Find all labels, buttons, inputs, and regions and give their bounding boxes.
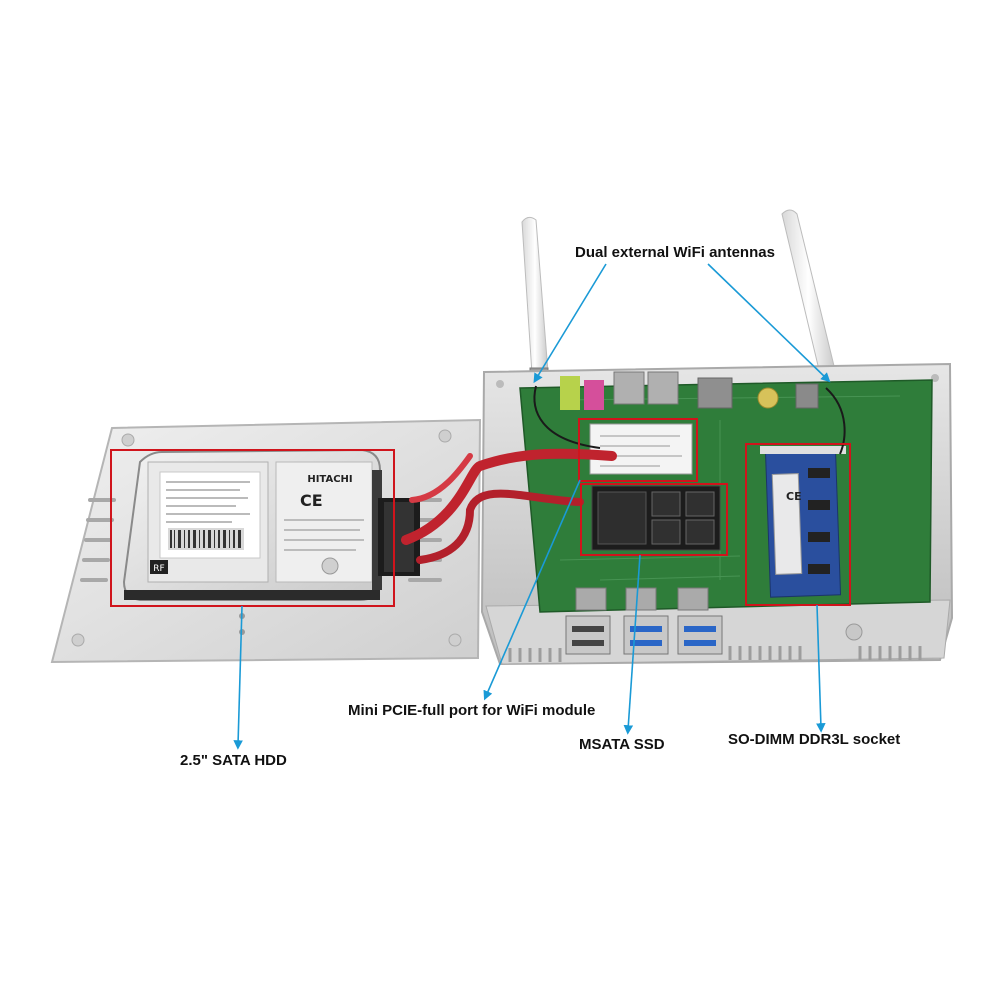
msata-label: MSATA SSD [579,736,665,753]
wifi-antenna-left [521,216,549,389]
msata-ssd-card [591,485,721,551]
hdd-drive: RF HITACHI CE [122,448,420,601]
ram-highlight-box [745,443,851,606]
arrow-down-icon [816,604,826,733]
hdd-rf-mark: RF [153,564,164,574]
mini-pcie-label: Mini PCIE-full port for WiFi module [348,702,596,719]
hdd-brand: HITACHI [307,474,352,485]
antenna-cables [533,385,846,455]
arrow-up-icon [533,263,607,384]
arrow-down-icon [623,554,641,735]
msata-highlight-box [580,483,728,556]
arrow-down-icon [483,479,581,701]
antennas-label: Dual external WiFi antennas [575,244,775,261]
wifi-module-highlight-box [578,418,698,482]
hdd-label: 2.5" SATA HDD [180,752,287,769]
ram-module: CE [760,446,846,598]
hdd-ce-mark: CE [300,491,323,510]
hdd-highlight-box [110,449,395,607]
sata-cable [401,448,617,564]
arrow-down-icon [233,605,243,750]
ram-ce-mark: CE [786,490,802,503]
wifi-module-card [589,423,693,475]
sodimm-label: SO-DIMM DDR3L socket [728,731,901,748]
arrow-up-icon [707,263,831,383]
